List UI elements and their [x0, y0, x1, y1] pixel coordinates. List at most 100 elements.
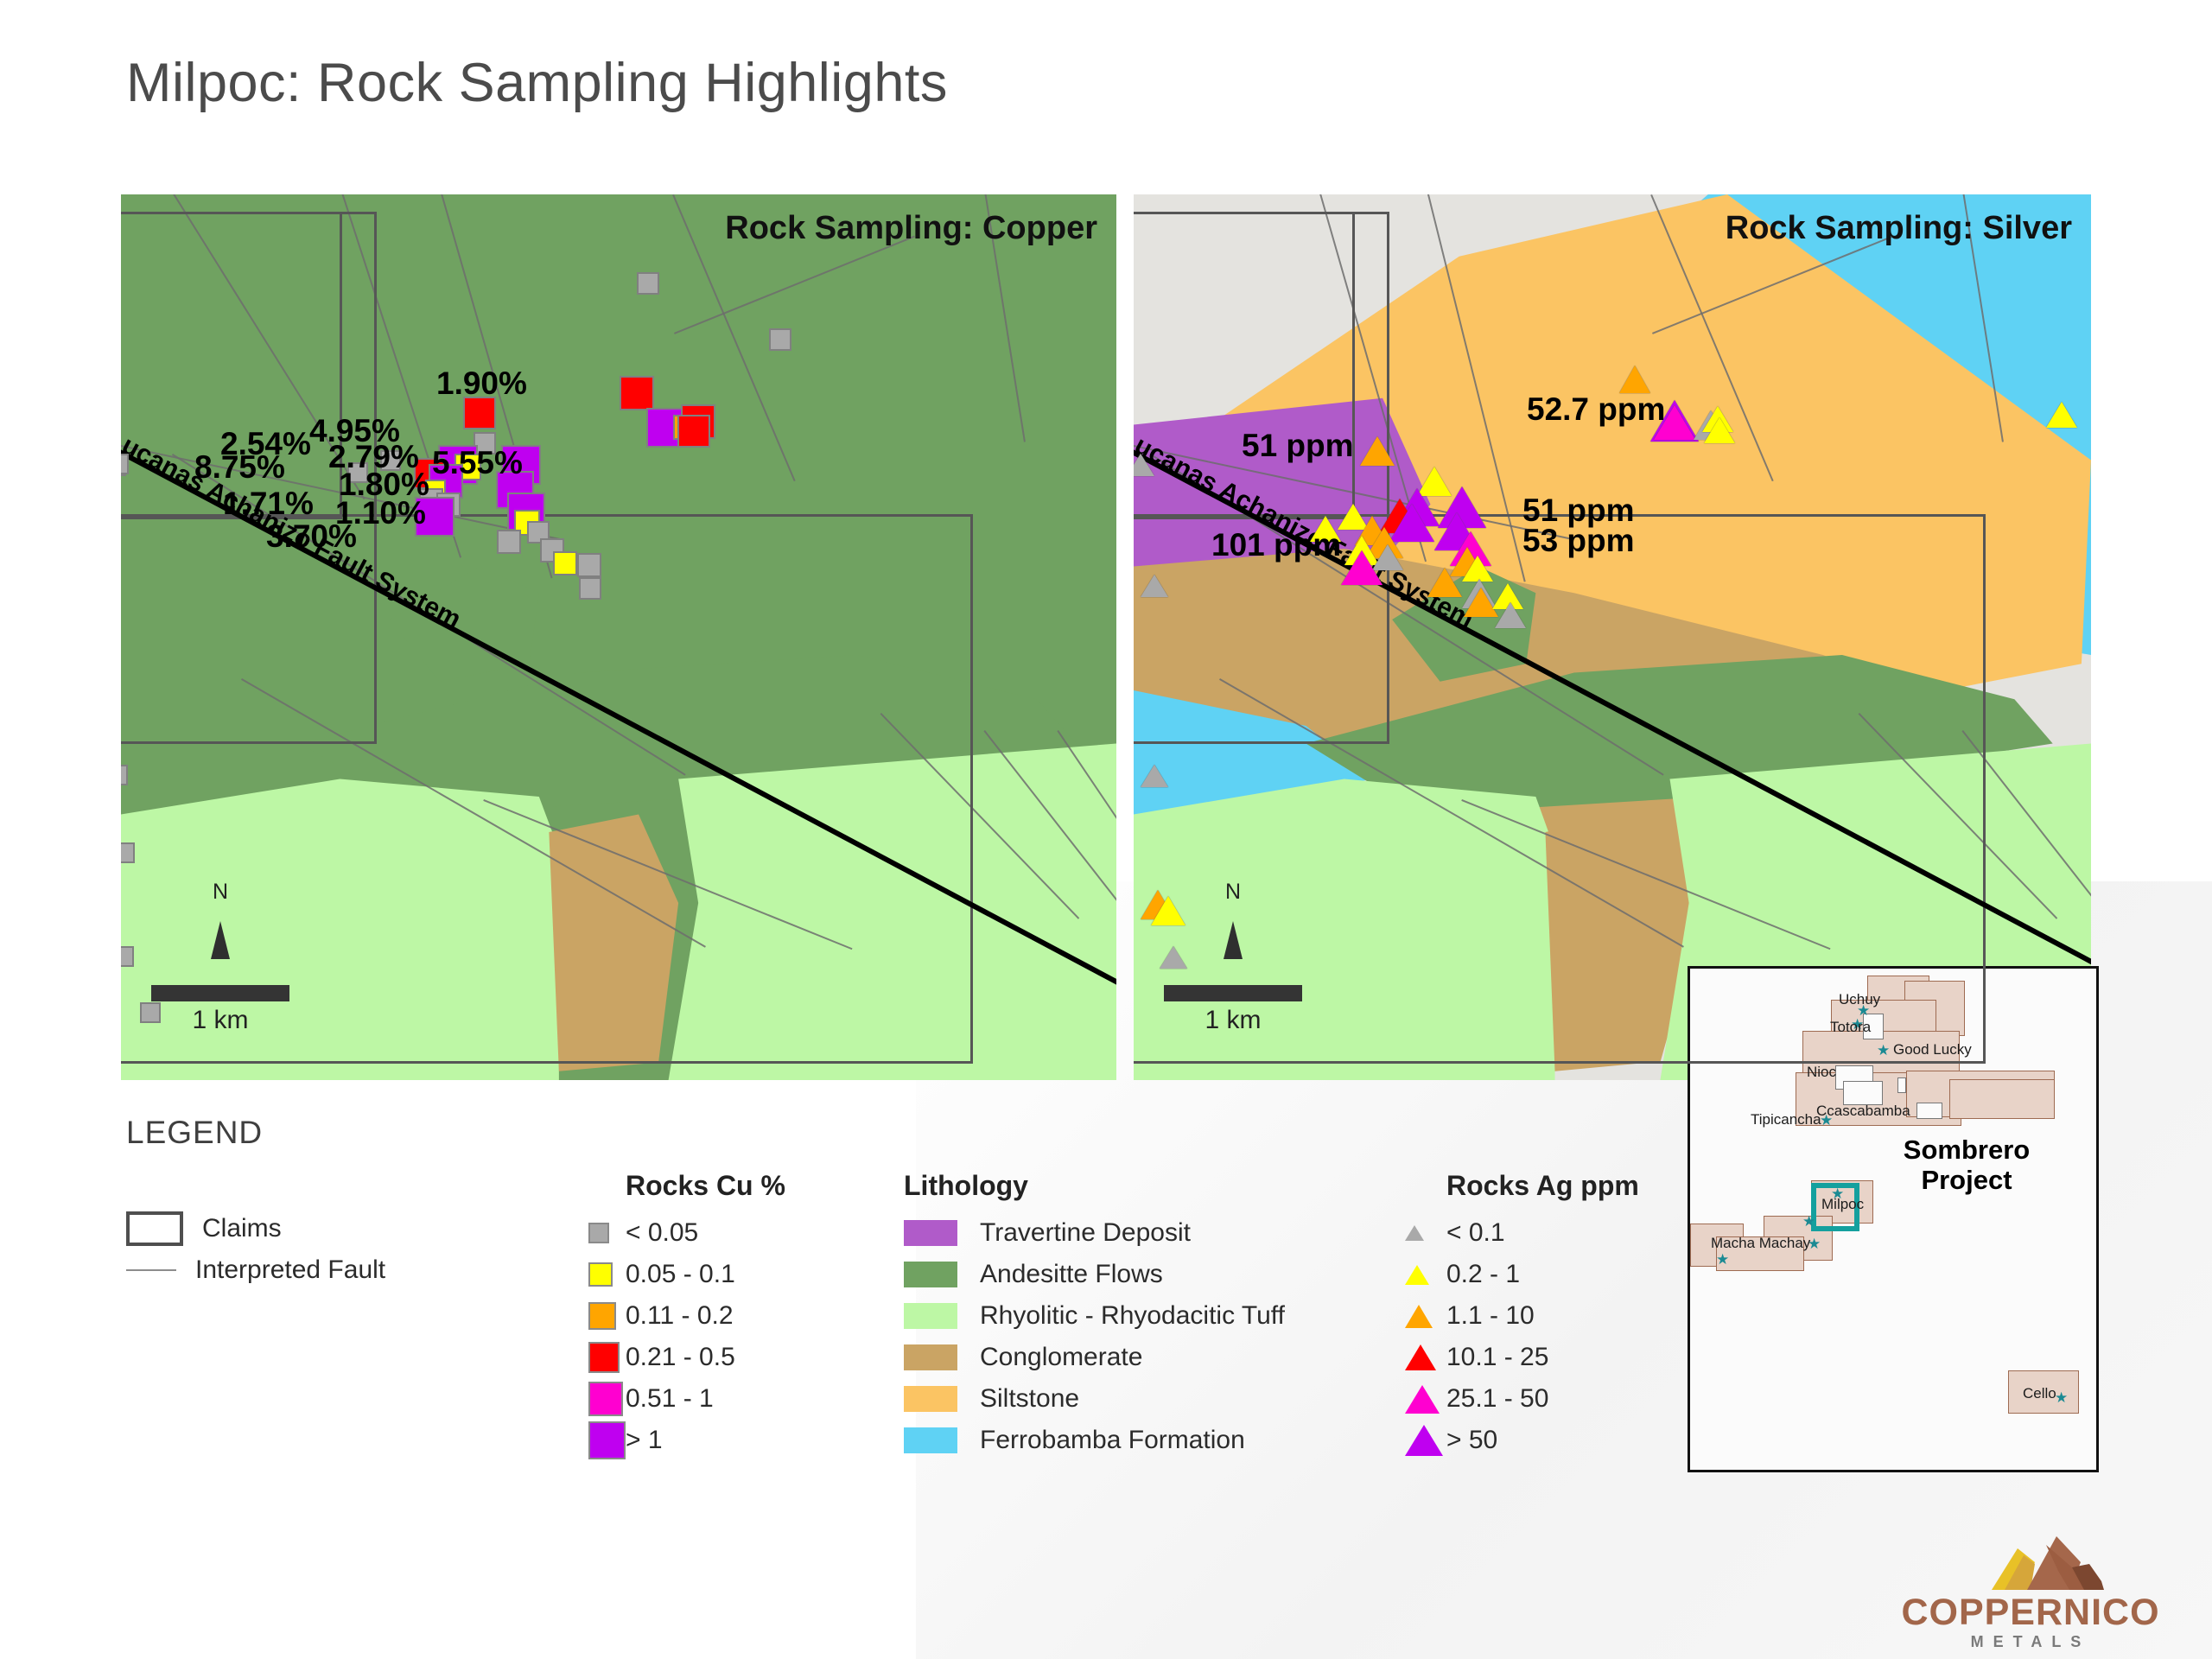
sample-triangle[interactable]: [1310, 516, 1341, 542]
cu-swatch-wrap: [584, 1302, 626, 1330]
legend-item-cu: 0.51 - 1: [584, 1378, 869, 1420]
sample-square[interactable]: [121, 946, 134, 967]
sample-triangle[interactable]: [1141, 575, 1168, 597]
sample-value-label: 3.70%: [266, 518, 357, 554]
sample-square[interactable]: [415, 497, 454, 537]
legend-label: 10.1 - 25: [1446, 1343, 1549, 1371]
sample-square[interactable]: [553, 551, 577, 575]
sample-triangle[interactable]: [1134, 454, 1154, 476]
sample-triangle[interactable]: [2046, 402, 2077, 428]
legend-label: 0.05 - 0.1: [626, 1260, 735, 1288]
sample-square[interactable]: [637, 272, 659, 295]
legend-item-cu: < 0.05: [584, 1212, 869, 1254]
claim-boundary: [121, 514, 973, 1064]
sample-square[interactable]: [463, 397, 496, 429]
ag-triangle-icon: [1405, 1425, 1443, 1456]
sample-value-label: 1.90%: [436, 365, 527, 401]
sample-triangle[interactable]: [1427, 568, 1462, 597]
sample-square[interactable]: [347, 462, 368, 483]
inset-label-uchuy: Uchuy: [1839, 991, 1881, 1007]
ag-swatch-wrap: [1405, 1225, 1446, 1241]
sample-square[interactable]: [577, 553, 601, 577]
sample-triangle[interactable]: [1341, 550, 1382, 585]
sample-triangle[interactable]: [1141, 765, 1168, 787]
ag-swatch-wrap: [1405, 1384, 1446, 1414]
deposit-star-icon: ★: [1851, 1016, 1865, 1033]
sample-triangle[interactable]: [1654, 405, 1695, 440]
lithology-swatch-rhyolitic-tuff: [904, 1303, 957, 1329]
legend-item-interpreted-fault: Interpreted Fault: [126, 1249, 420, 1291]
sample-square[interactable]: [497, 530, 521, 554]
legend-item-lithology: Conglomerate: [904, 1337, 1310, 1378]
ag-triangle-icon: [1405, 1344, 1436, 1370]
north-arrow-icon: [1224, 906, 1243, 959]
sample-square[interactable]: [474, 432, 496, 454]
sample-value-label: 4.95%: [309, 413, 400, 448]
legend-item-cu: 0.05 - 0.1: [584, 1254, 869, 1295]
legend-ag-column: Rocks Ag ppm < 0.1 0.2 - 1 1.1 - 10 10.1…: [1405, 1170, 1751, 1461]
north-arrow-icon: [211, 906, 230, 959]
inset-claim-block: [1716, 1236, 1804, 1271]
sample-triangle[interactable]: [1495, 602, 1526, 628]
sample-value-label: 5.55%: [432, 445, 523, 480]
legend-item-ag: 1.1 - 10: [1405, 1295, 1751, 1337]
lithology-swatch-travertine: [904, 1220, 957, 1246]
ag-triangle-icon: [1405, 1264, 1429, 1285]
deposit-star-icon: ★: [1808, 1236, 1821, 1252]
map-title-silver: Rock Sampling: Silver: [1725, 210, 2072, 246]
sample-triangle[interactable]: [1151, 896, 1185, 925]
legend-label: 0.2 - 1: [1446, 1260, 1521, 1288]
legend-lithology-column: Lithology Travertine Deposit Andesitte F…: [904, 1170, 1310, 1461]
sample-square[interactable]: [579, 577, 601, 600]
sample-value-label: 51 ppm: [1242, 428, 1354, 463]
ag-swatch-wrap: [1405, 1425, 1446, 1456]
sample-square[interactable]: [140, 1002, 161, 1023]
ag-triangle-icon: [1405, 1304, 1433, 1328]
sample-triangle[interactable]: [1704, 417, 1735, 443]
sample-triangle[interactable]: [1619, 365, 1650, 393]
sample-triangle[interactable]: [1462, 556, 1493, 582]
legend-item-cu: > 1: [584, 1420, 869, 1461]
sample-square[interactable]: [769, 328, 791, 351]
sample-triangle[interactable]: [1160, 946, 1187, 969]
claim-boundary: [121, 212, 342, 519]
inset-claim-block: [1949, 1079, 2055, 1119]
sample-square[interactable]: [677, 415, 710, 448]
sample-square[interactable]: [121, 765, 128, 785]
sample-triangle[interactable]: [1360, 436, 1395, 466]
legend-label: Ferrobamba Formation: [980, 1426, 1245, 1454]
sample-value-label: 101 ppm: [1211, 527, 1342, 563]
legend-item-lithology: Ferrobamba Formation: [904, 1420, 1310, 1461]
map-panel-copper[interactable]: Lucanas Achanizo Fault System 1.90% 5.55…: [121, 194, 1116, 1080]
legend-item-lithology: Rhyolitic - Rhyodacitic Tuff: [904, 1295, 1310, 1337]
sample-square[interactable]: [527, 521, 550, 543]
cu-swatch-wrap: [584, 1223, 626, 1243]
cu-square-icon: [588, 1302, 616, 1330]
inset-label-tipicancha: Tipicancha: [1751, 1111, 1821, 1128]
lithology-rhyolitic-tuff-2: [668, 743, 1116, 1080]
sample-square[interactable]: [121, 454, 129, 474]
sample-square[interactable]: [380, 450, 401, 471]
sample-square[interactable]: [121, 842, 135, 863]
lithology-conglomerate-tail: [549, 814, 679, 1071]
legend-label: Conglomerate: [980, 1343, 1143, 1371]
map-panel-silver[interactable]: Lucanas Achanizo Fault System 52.7 ppm 5…: [1134, 194, 2091, 1080]
lithology-rhyolitic-tuff: [1134, 779, 1555, 1080]
legend-title: LEGEND: [126, 1115, 264, 1150]
map-title-copper: Rock Sampling: Copper: [725, 210, 1097, 246]
inset-map-sombrero[interactable]: ★ ★ ★ ★ ★ ★ ★ ★ ★ Uchuy Totora Good Luck…: [1688, 966, 2099, 1472]
legend-lithology-title: Lithology: [904, 1170, 1028, 1201]
north-arrow: N: [194, 881, 246, 959]
sample-square[interactable]: [620, 376, 654, 410]
inset-project-title-line2: Project: [1921, 1164, 2012, 1195]
company-logo: COPPERNICO METALS: [1858, 1529, 2203, 1650]
inset-label-totora: Totora: [1830, 1019, 1872, 1035]
deposit-star-icon: ★: [1820, 1112, 1834, 1128]
lithology-swatch-andesitte: [904, 1262, 957, 1287]
legend-label: > 1: [626, 1426, 663, 1454]
legend-cu-title: Rocks Cu %: [626, 1170, 785, 1201]
legend-label: 0.21 - 0.5: [626, 1343, 735, 1371]
inset-claim-block: [2008, 1370, 2079, 1414]
deposit-star-icon: ★: [1877, 1042, 1891, 1058]
legend-item-claims: Claims: [126, 1208, 420, 1249]
